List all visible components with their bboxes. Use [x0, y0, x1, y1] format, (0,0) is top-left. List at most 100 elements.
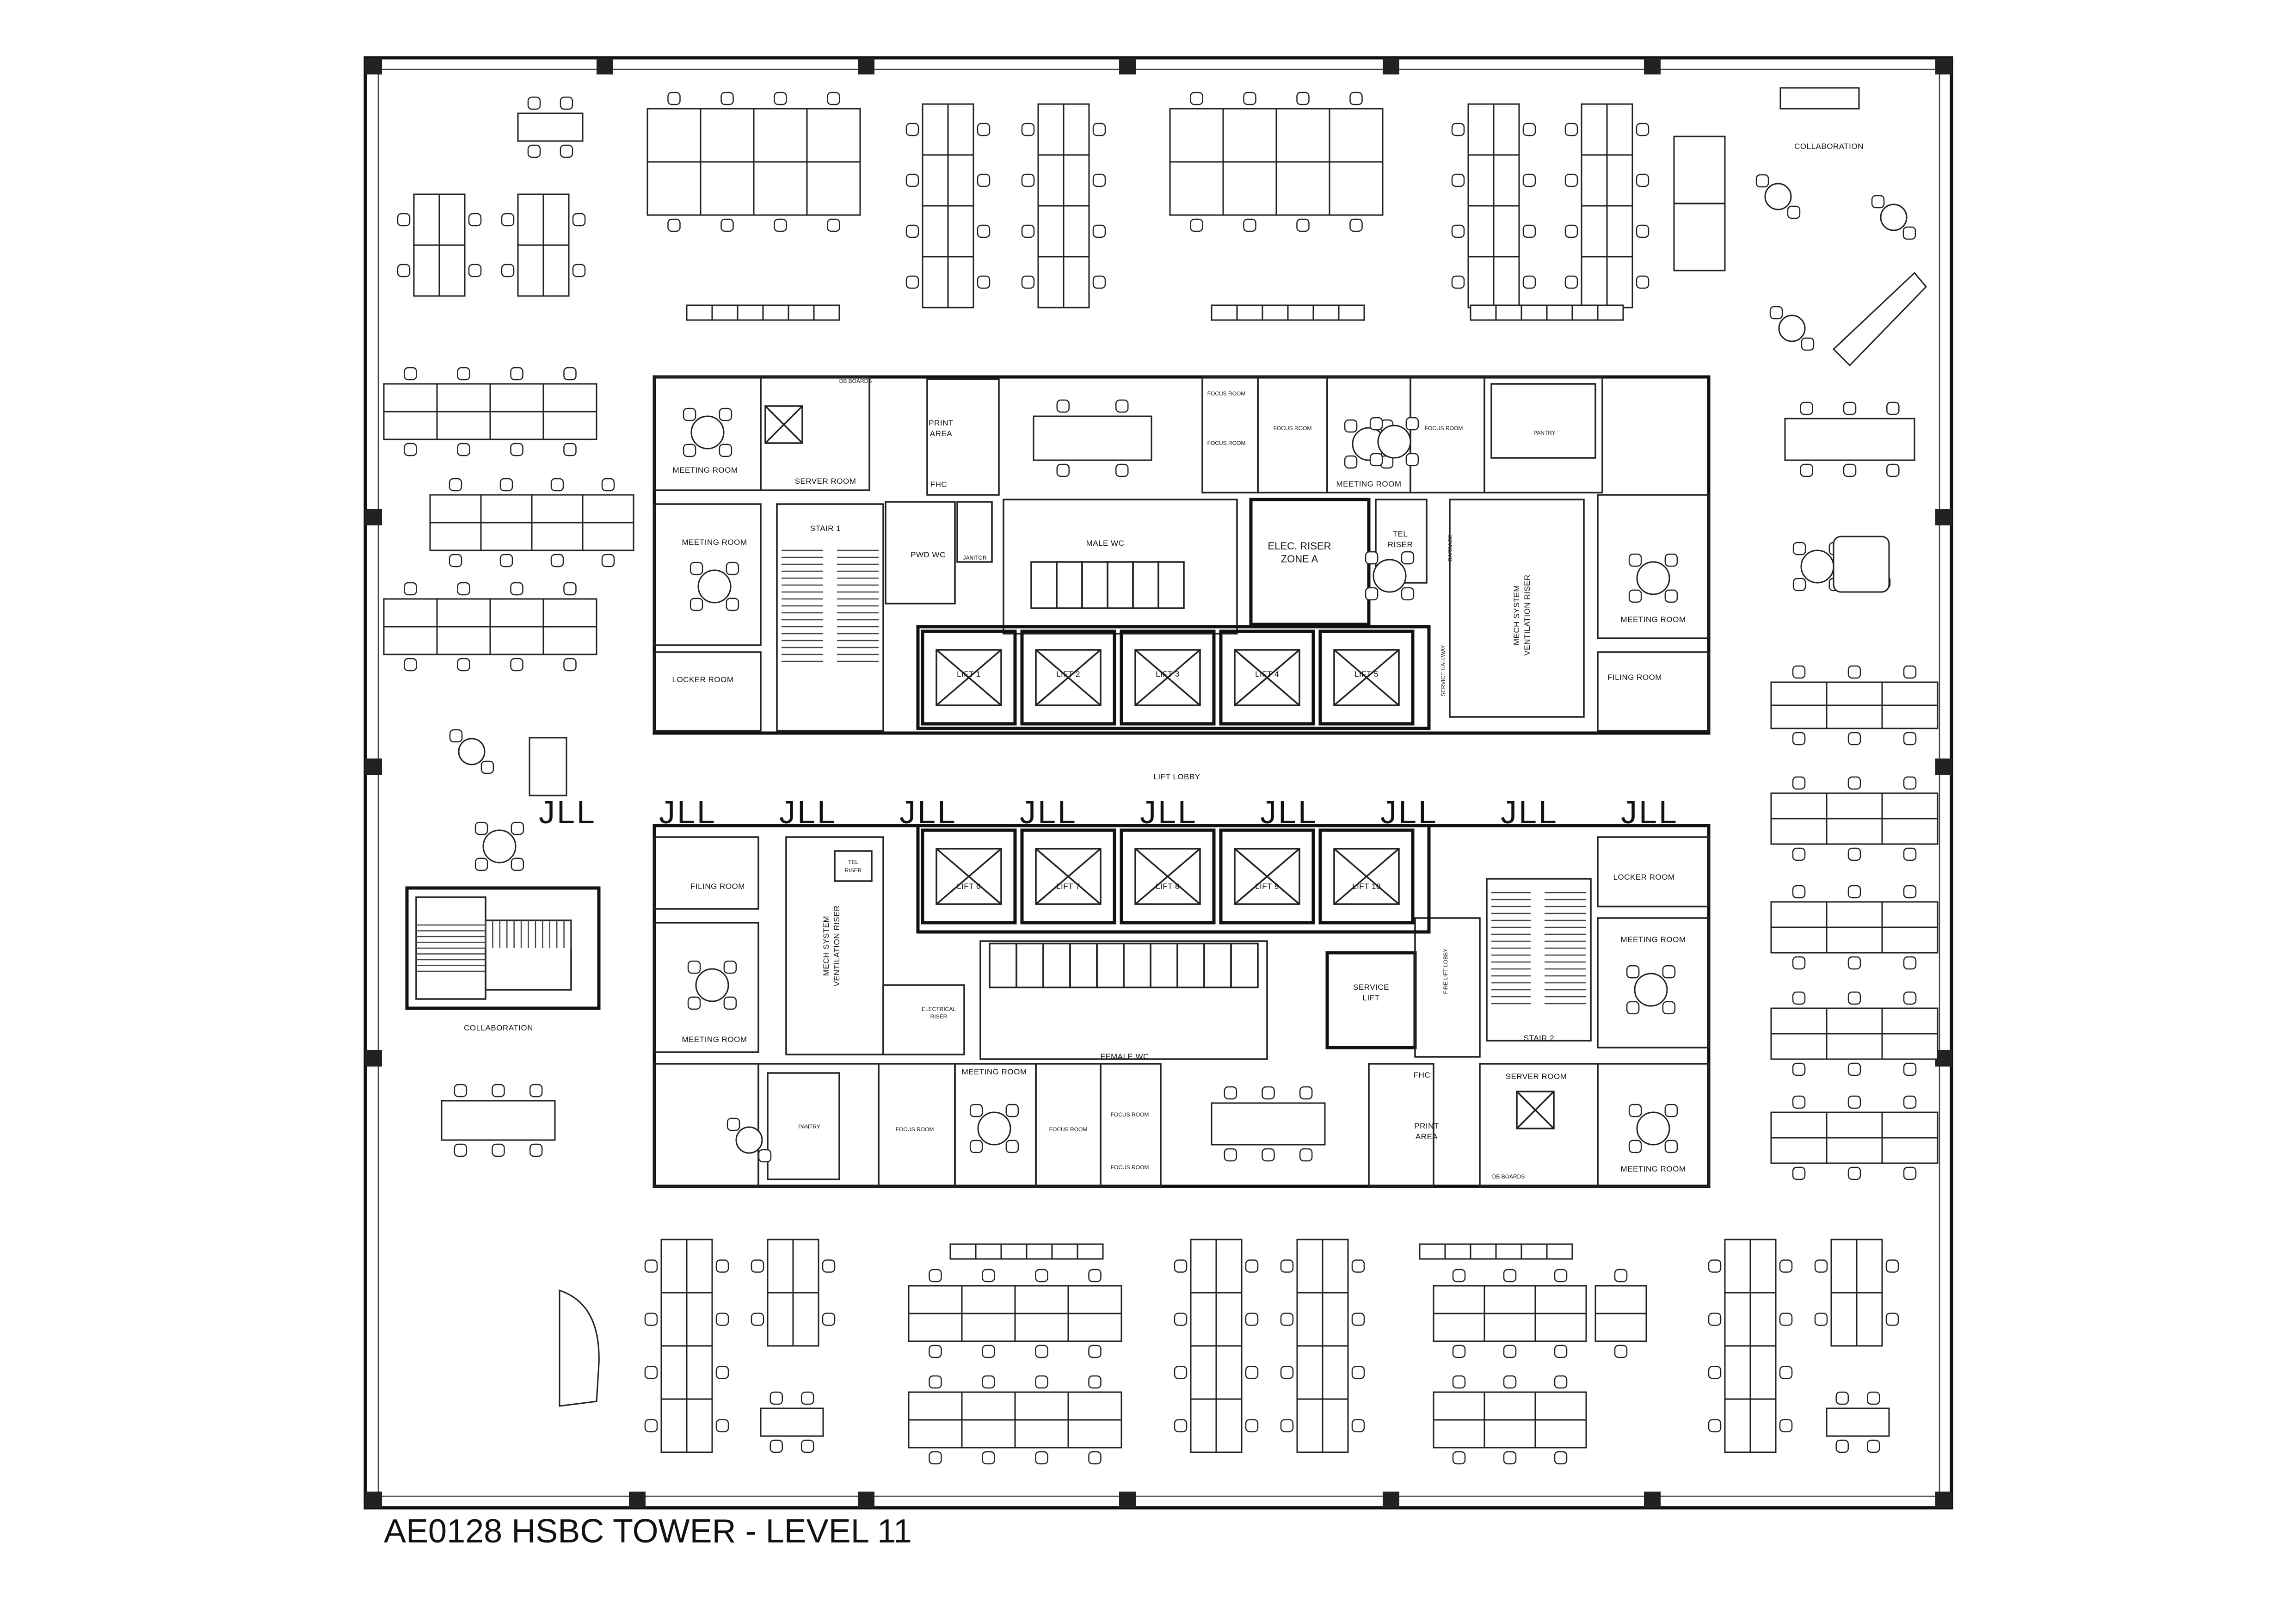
desk	[908, 1313, 963, 1342]
label-focus-room-5: FOCUS ROOM	[896, 1126, 934, 1133]
room-labels: COLLABORATION COLLABORATION MEETING ROOM…	[464, 142, 1863, 1180]
bench-seat	[1312, 304, 1340, 321]
desk	[436, 598, 491, 628]
table	[1377, 425, 1411, 459]
desk	[429, 494, 482, 524]
chair	[1021, 123, 1035, 136]
locker-room-lower	[1597, 836, 1710, 907]
chair	[1115, 399, 1129, 413]
chair	[977, 123, 991, 136]
desk	[1433, 1419, 1485, 1449]
desk	[1770, 818, 1828, 845]
chair	[560, 96, 573, 110]
desk	[1594, 1285, 1647, 1314]
desk	[531, 522, 584, 551]
workstation-cluster	[908, 1375, 1122, 1465]
chair	[1787, 205, 1801, 219]
chair	[1344, 419, 1358, 433]
chair	[1115, 463, 1129, 477]
chair	[1554, 1451, 1568, 1465]
focus-room-lower-1	[878, 1063, 956, 1187]
chair	[1792, 665, 1806, 679]
chair	[1662, 965, 1676, 979]
chair	[1280, 1313, 1294, 1326]
structural-column	[365, 1492, 382, 1508]
table	[1826, 1407, 1890, 1437]
label-mech-system-upper-1: MECH SYSTEM	[1512, 585, 1521, 645]
table	[458, 738, 486, 765]
chair	[1349, 92, 1363, 105]
chair	[982, 1375, 995, 1389]
lift-shaft	[1219, 629, 1315, 726]
chair	[1708, 1419, 1722, 1432]
label-electrical-riser-1: ELECTRICAL	[922, 1006, 956, 1012]
desk	[700, 108, 755, 163]
desk	[1770, 901, 1828, 928]
workstation-cluster	[383, 582, 597, 672]
chair	[1800, 401, 1813, 415]
bench-seat	[737, 304, 764, 321]
watermark-text: JLL	[1621, 794, 1679, 830]
structural-column	[1119, 58, 1136, 74]
desk	[753, 161, 808, 216]
server-room-lower	[1479, 1063, 1599, 1187]
long-table	[1211, 1086, 1326, 1162]
chair	[801, 1439, 814, 1453]
chair	[454, 1143, 468, 1157]
chair	[1522, 123, 1536, 136]
chair	[1801, 337, 1815, 351]
desk	[1467, 154, 1495, 207]
chair	[1903, 1095, 1917, 1109]
long-table	[760, 1391, 824, 1453]
table	[482, 829, 517, 863]
chair	[601, 554, 615, 567]
chair	[1792, 542, 1806, 555]
structural-column	[1383, 1492, 1399, 1508]
chair	[1351, 1313, 1365, 1326]
desk	[1322, 1345, 1349, 1400]
desk	[1770, 792, 1828, 820]
chair	[1405, 453, 1419, 467]
chair	[905, 173, 919, 187]
bench-seat	[686, 304, 713, 321]
desk	[1467, 103, 1495, 156]
locker-room-upper	[653, 651, 762, 732]
chair	[769, 1391, 783, 1405]
desk	[908, 1391, 963, 1421]
label-meeting-room-5: MEETING ROOM	[682, 1035, 747, 1044]
desk	[686, 1239, 713, 1294]
chair	[1779, 1313, 1793, 1326]
chair	[492, 1084, 505, 1098]
meeting-room-w-core	[653, 503, 762, 646]
chair	[977, 275, 991, 289]
chair	[510, 582, 523, 596]
desk	[646, 108, 702, 163]
desk	[1724, 1239, 1751, 1294]
print-area-lower	[1368, 1063, 1434, 1187]
chair	[1035, 1269, 1048, 1283]
desk	[1296, 1292, 1323, 1347]
focus-room-upper	[1257, 376, 1328, 493]
chair	[1503, 1375, 1517, 1389]
chair	[468, 213, 482, 227]
chair	[1564, 224, 1578, 238]
chair	[1792, 1062, 1806, 1076]
lift-car-cross	[1333, 649, 1400, 706]
label-print-area-1b: AREA	[930, 429, 952, 438]
workstation-cluster	[1169, 92, 1384, 232]
desk	[646, 161, 702, 216]
desk	[1037, 103, 1065, 156]
desk	[542, 411, 597, 440]
chair	[1779, 1366, 1793, 1379]
desk	[1881, 818, 1939, 845]
chair	[1903, 885, 1917, 899]
chair	[905, 123, 919, 136]
chair	[1351, 1259, 1365, 1273]
workstation-cluster	[1770, 1095, 1939, 1180]
table	[977, 1111, 1011, 1146]
chair	[1452, 1375, 1466, 1389]
chair	[1092, 123, 1106, 136]
bench-seat	[1470, 304, 1497, 321]
chair	[1035, 1344, 1048, 1358]
desk	[489, 598, 544, 628]
